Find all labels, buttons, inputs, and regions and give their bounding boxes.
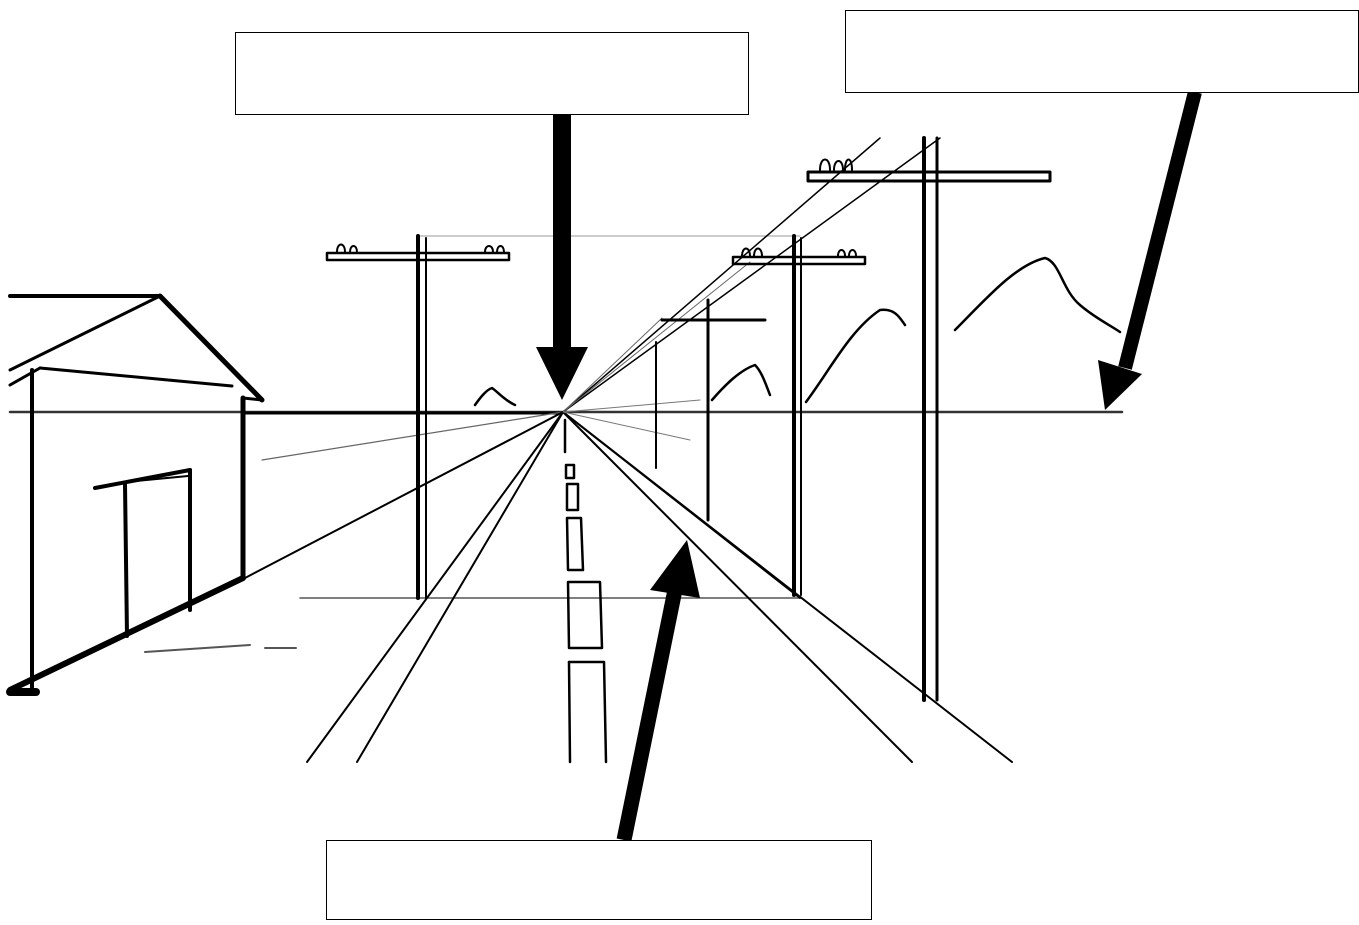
road-center-dashes xyxy=(565,420,606,762)
arrow-top-head xyxy=(536,347,588,400)
arrow-bottom-head xyxy=(650,540,700,598)
arrow-right xyxy=(1125,92,1195,368)
label-box-horizon-line[interactable] xyxy=(845,10,1359,93)
mountains xyxy=(475,258,1120,405)
vanishing-rays xyxy=(245,138,1012,762)
telephone-pole-far xyxy=(656,300,765,520)
house xyxy=(10,296,296,692)
label-box-vanishing-point[interactable] xyxy=(235,32,749,115)
label-box-orthogonal-line[interactable] xyxy=(326,840,872,920)
pointer-arrows xyxy=(536,92,1195,840)
arrow-right-head xyxy=(1098,360,1142,410)
telephone-pole-left xyxy=(327,236,509,598)
telephone-pole-right xyxy=(808,138,1050,700)
arrow-bottom xyxy=(624,585,676,840)
telephone-pole-mid xyxy=(733,236,865,595)
